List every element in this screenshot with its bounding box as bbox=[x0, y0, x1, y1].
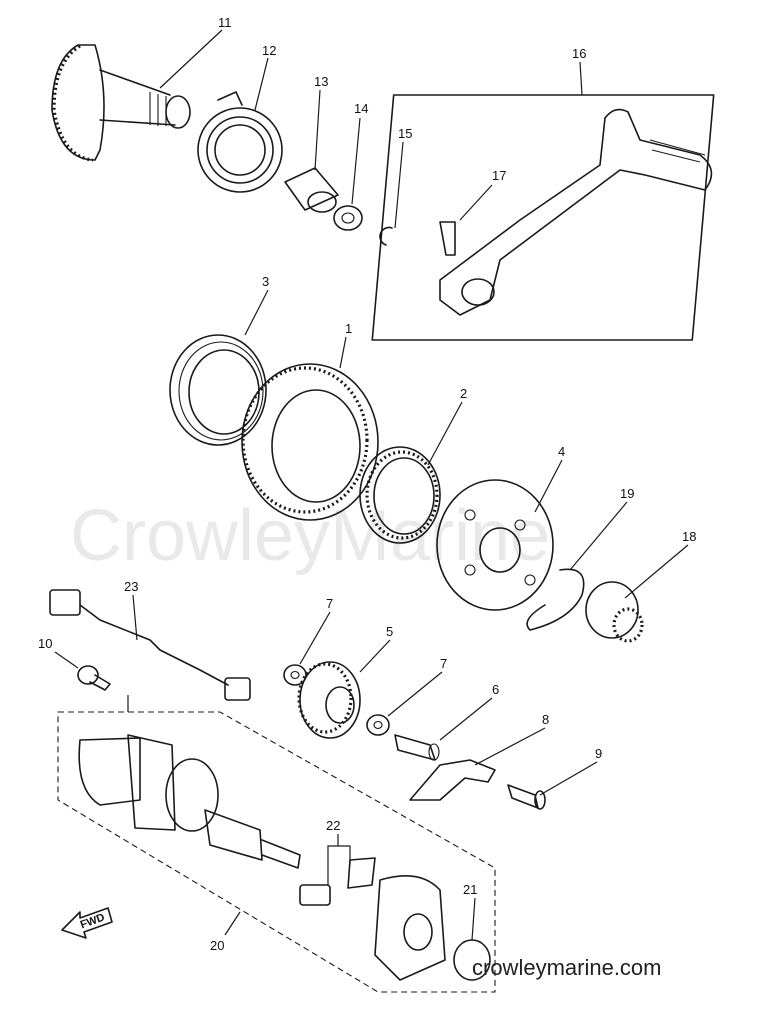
part-plate-8 bbox=[409, 759, 496, 801]
part-kick-shaft bbox=[51, 44, 191, 162]
callout-6: 6 bbox=[492, 682, 499, 697]
callout-18: 18 bbox=[682, 529, 696, 544]
callout-12: 12 bbox=[262, 43, 276, 58]
callout-10: 10 bbox=[38, 636, 52, 651]
watermark-text: CrowleyMarine bbox=[70, 496, 550, 576]
starter-motor-group bbox=[57, 711, 496, 993]
callout-13: 13 bbox=[314, 74, 328, 89]
callout-22: 22 bbox=[326, 818, 340, 833]
callout-3: 3 bbox=[262, 274, 269, 289]
callout-14: 14 bbox=[354, 101, 368, 116]
callout-23: 23 bbox=[124, 579, 138, 594]
callout-11: 11 bbox=[218, 15, 232, 30]
leader-lines bbox=[54, 29, 689, 941]
part-circlip bbox=[379, 226, 393, 246]
part-kick-crank bbox=[371, 94, 715, 341]
callout-1: 1 bbox=[345, 321, 352, 336]
part-drive-gear bbox=[585, 581, 644, 643]
callout-17: 17 bbox=[492, 168, 506, 183]
part-sleeve bbox=[284, 167, 339, 213]
part-lead-wire bbox=[49, 589, 251, 701]
part-bolt-10 bbox=[77, 665, 111, 691]
part-clutch-plate bbox=[436, 479, 554, 611]
part-washer-7a bbox=[283, 664, 307, 686]
callout-7a: 7 bbox=[326, 596, 333, 611]
callout-21: 21 bbox=[463, 882, 477, 897]
part-seal-ring bbox=[169, 334, 267, 446]
part-shaft-6 bbox=[394, 734, 440, 761]
callout-16: 16 bbox=[572, 46, 586, 61]
site-url: crowleymarine.com bbox=[472, 955, 662, 980]
part-washer-7b bbox=[366, 714, 390, 736]
part-clip-19 bbox=[526, 568, 585, 631]
callout-15: 15 bbox=[398, 126, 412, 141]
callout-20: 20 bbox=[210, 938, 224, 953]
part-idler-gear bbox=[297, 661, 361, 739]
fwd-arrow-icon: FWD bbox=[61, 907, 113, 939]
callout-7b: 7 bbox=[440, 656, 447, 671]
part-spring bbox=[197, 91, 283, 193]
callout-19: 19 bbox=[620, 486, 634, 501]
callout-4: 4 bbox=[558, 444, 565, 459]
callout-5: 5 bbox=[386, 624, 393, 639]
callout-2: 2 bbox=[460, 386, 467, 401]
part-ring-gear bbox=[241, 363, 379, 521]
callout-numbers: 11 12 13 14 15 16 17 3 1 2 4 19 18 23 10… bbox=[38, 15, 696, 953]
part-bearing bbox=[359, 446, 441, 544]
part-screw-9 bbox=[507, 784, 546, 810]
part-washer-14 bbox=[333, 205, 363, 231]
callout-9: 9 bbox=[595, 746, 602, 761]
callout-8: 8 bbox=[542, 712, 549, 727]
